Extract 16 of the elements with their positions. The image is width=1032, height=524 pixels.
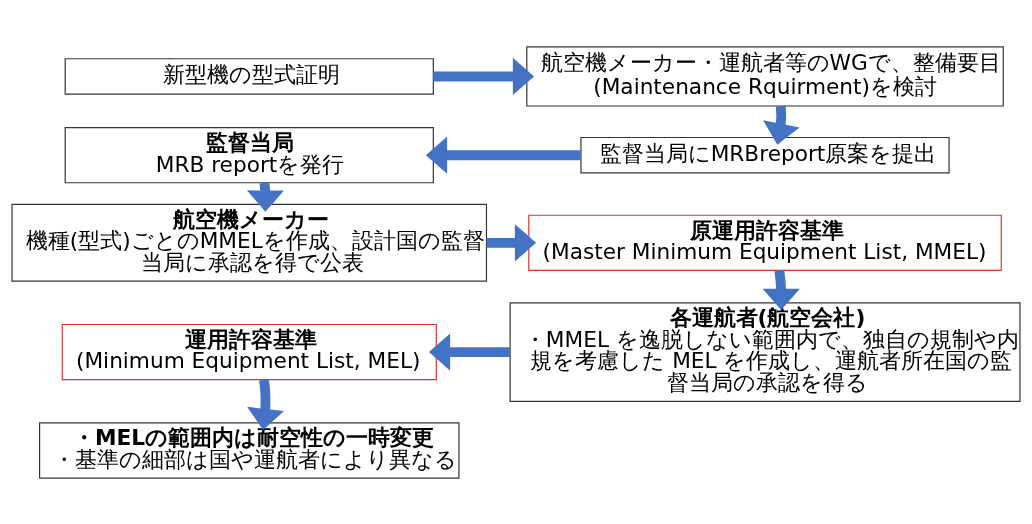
node-box: 新型機の型式証明: [64, 57, 434, 95]
arrow: [428, 332, 510, 371]
arrow: [247, 378, 285, 430]
node-box: 監督当局 MRB reportを発行: [64, 126, 434, 183]
node-box: 原運用許容基準 (Master Minimum Equipment List, MMEL): [528, 214, 1002, 271]
node-box: 監督当局にMRBreport原案を提出: [580, 136, 950, 173]
node-box: 各運航者(航空会社) ・MMEL を逸脱しない範囲内で、独自の規制や内規を考慮した MEL を作成し、運航者所在国の監督当局の承認を得る: [509, 301, 1021, 402]
arrow: [762, 269, 800, 310]
arrow: [425, 136, 581, 174]
node-box: ・MELの範囲内は耐空性の一時変更 ・基準の細部は国や運航者により異なる: [39, 421, 460, 479]
arrow: [763, 105, 800, 145]
node-box: 航空機メーカー 機種(型式)ごとのMMELを作成、設計国の監督当局に承認を得で公表: [11, 203, 488, 282]
node-box: 航空機メーカー・運航者等のWGで、整備要目(Maintenance Rquirment)を検討: [526, 45, 1004, 107]
arrow: [433, 57, 535, 95]
arrow: [486, 223, 537, 261]
node-box: 運用許容基準 (Minimum Equipment List, MEL): [61, 323, 437, 380]
